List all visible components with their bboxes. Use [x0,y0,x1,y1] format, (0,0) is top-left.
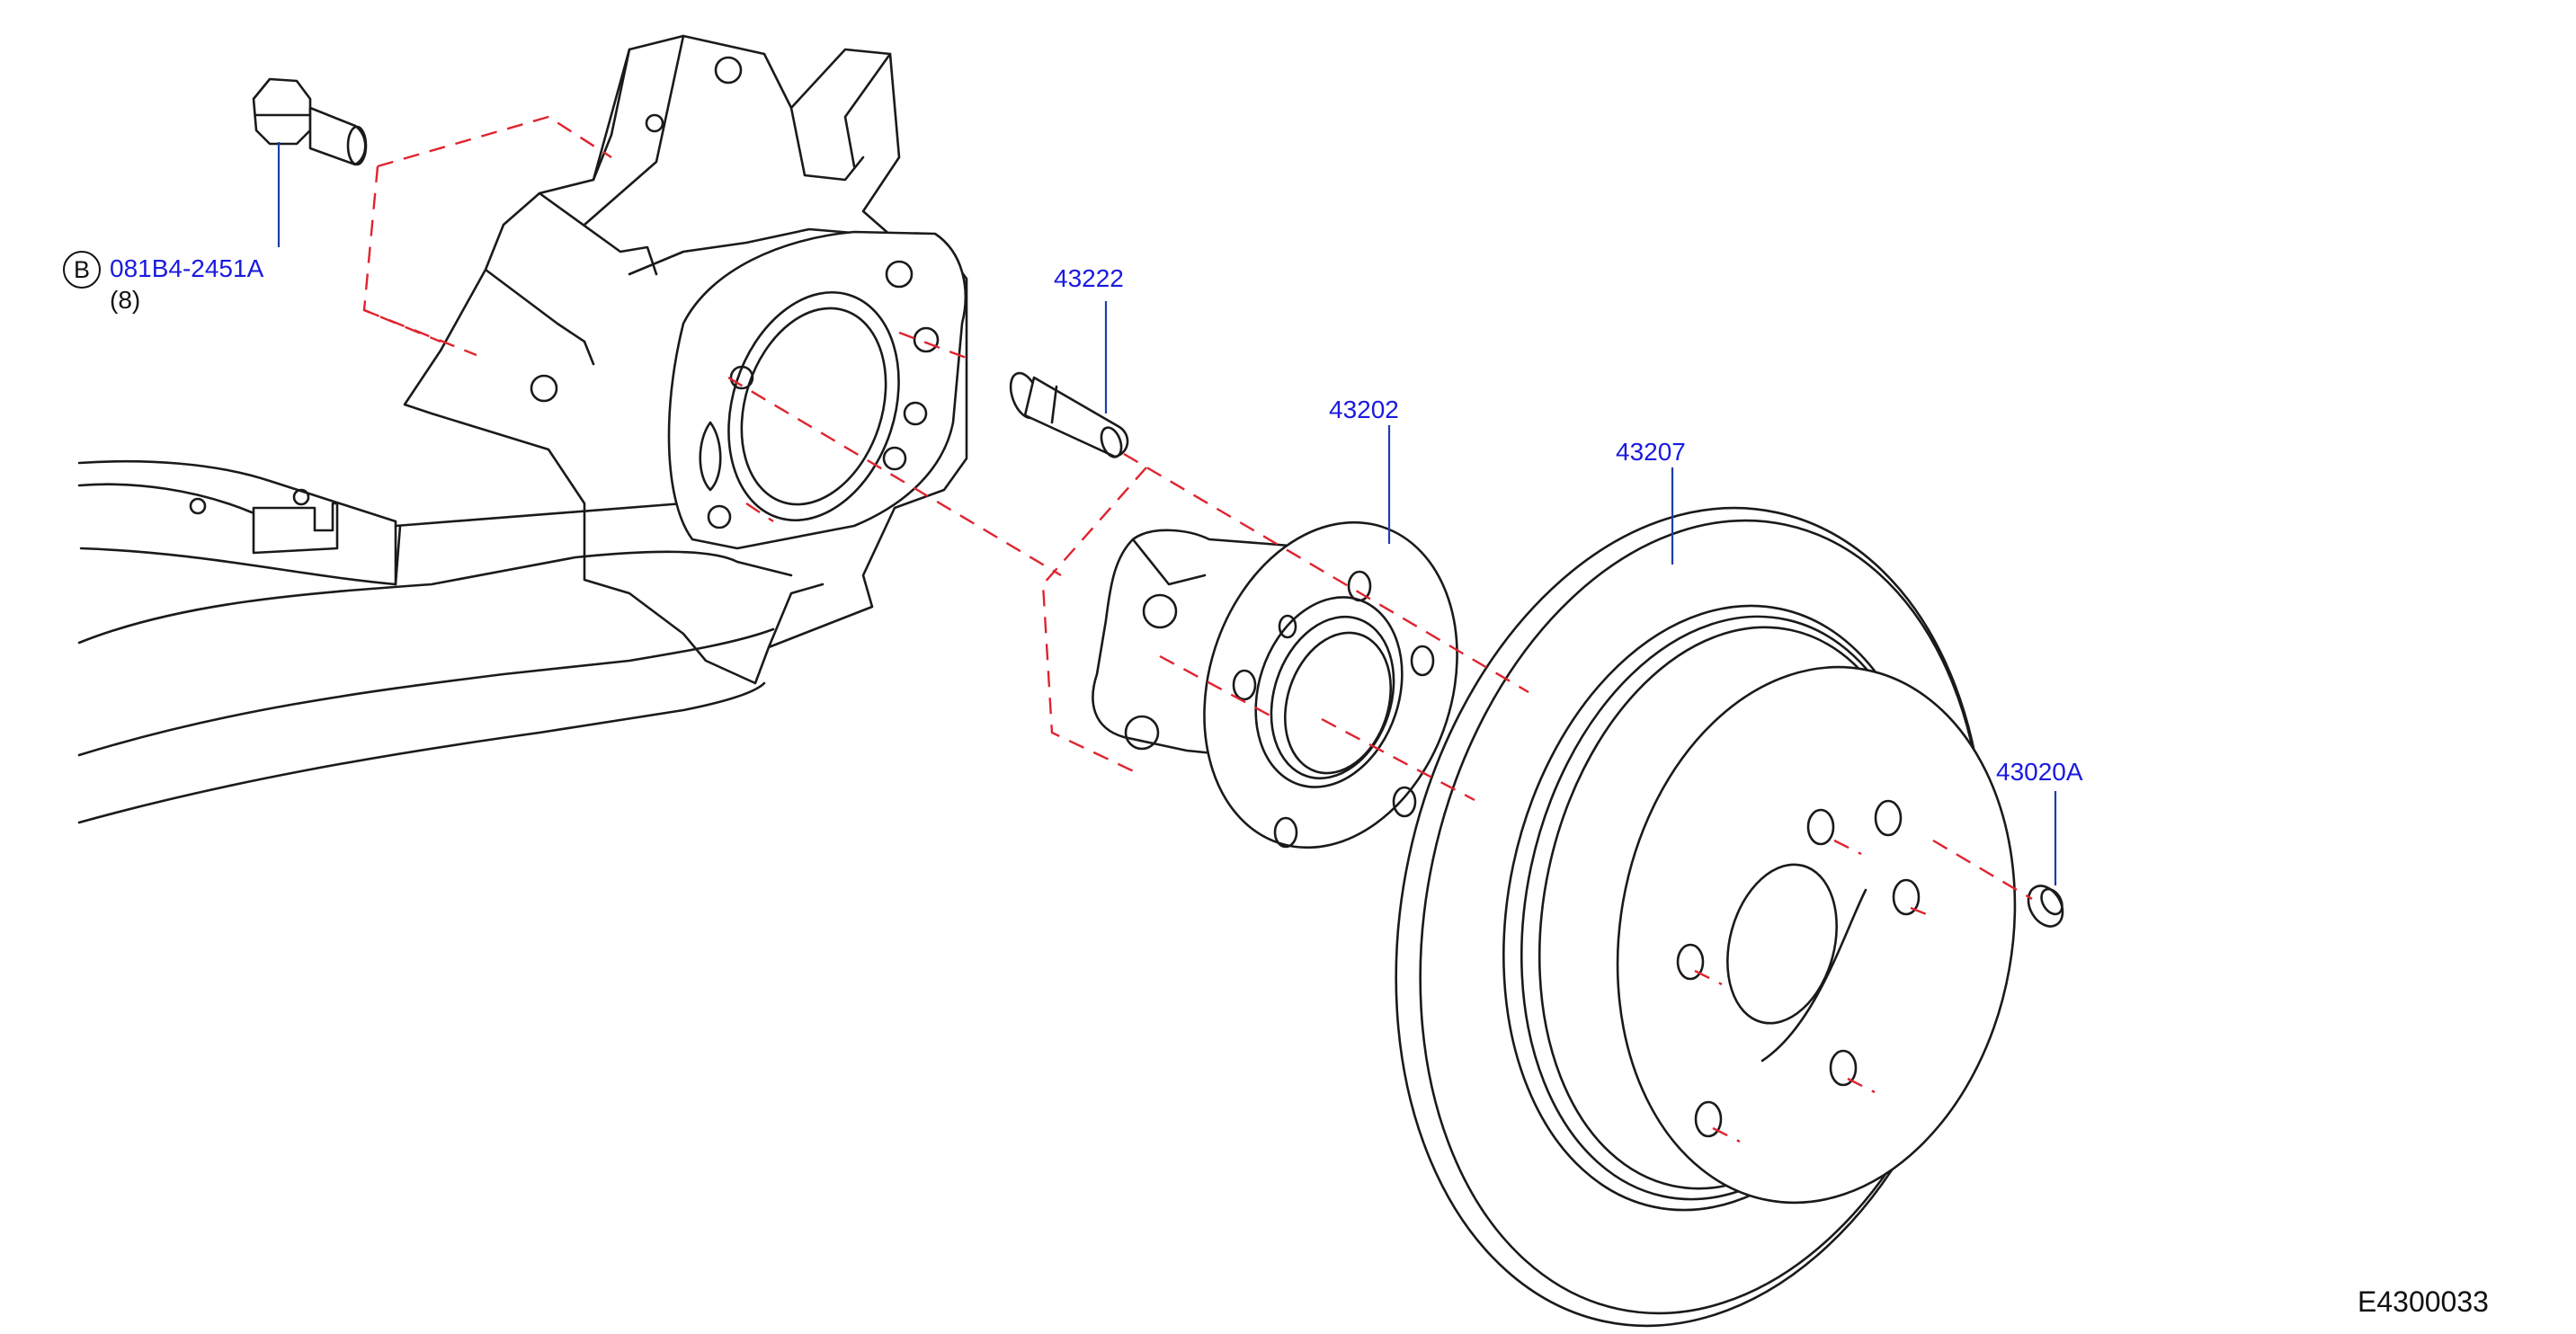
bolt-part-number: 081B4-2451A [110,254,264,282]
diagram-code: E4300033 [2358,1285,2489,1318]
bolt [252,77,368,166]
bolt-quantity: (8) [110,286,141,314]
hub-part-number: 43202 [1329,396,1399,423]
hub-assembly [1092,520,1458,849]
knuckle [403,34,968,685]
hub-stud [1009,371,1129,458]
cap [2027,885,2064,928]
bolt-circle-badge: B [63,251,101,289]
guide-lines [362,115,2033,1143]
cap-part-number: 43020A [1996,758,2083,786]
leader-lines [277,142,2057,885]
brake-rotor [1395,506,2017,1328]
stud-part-number: 43222 [1054,264,1124,292]
rotor-part-number: 43207 [1616,438,1686,466]
